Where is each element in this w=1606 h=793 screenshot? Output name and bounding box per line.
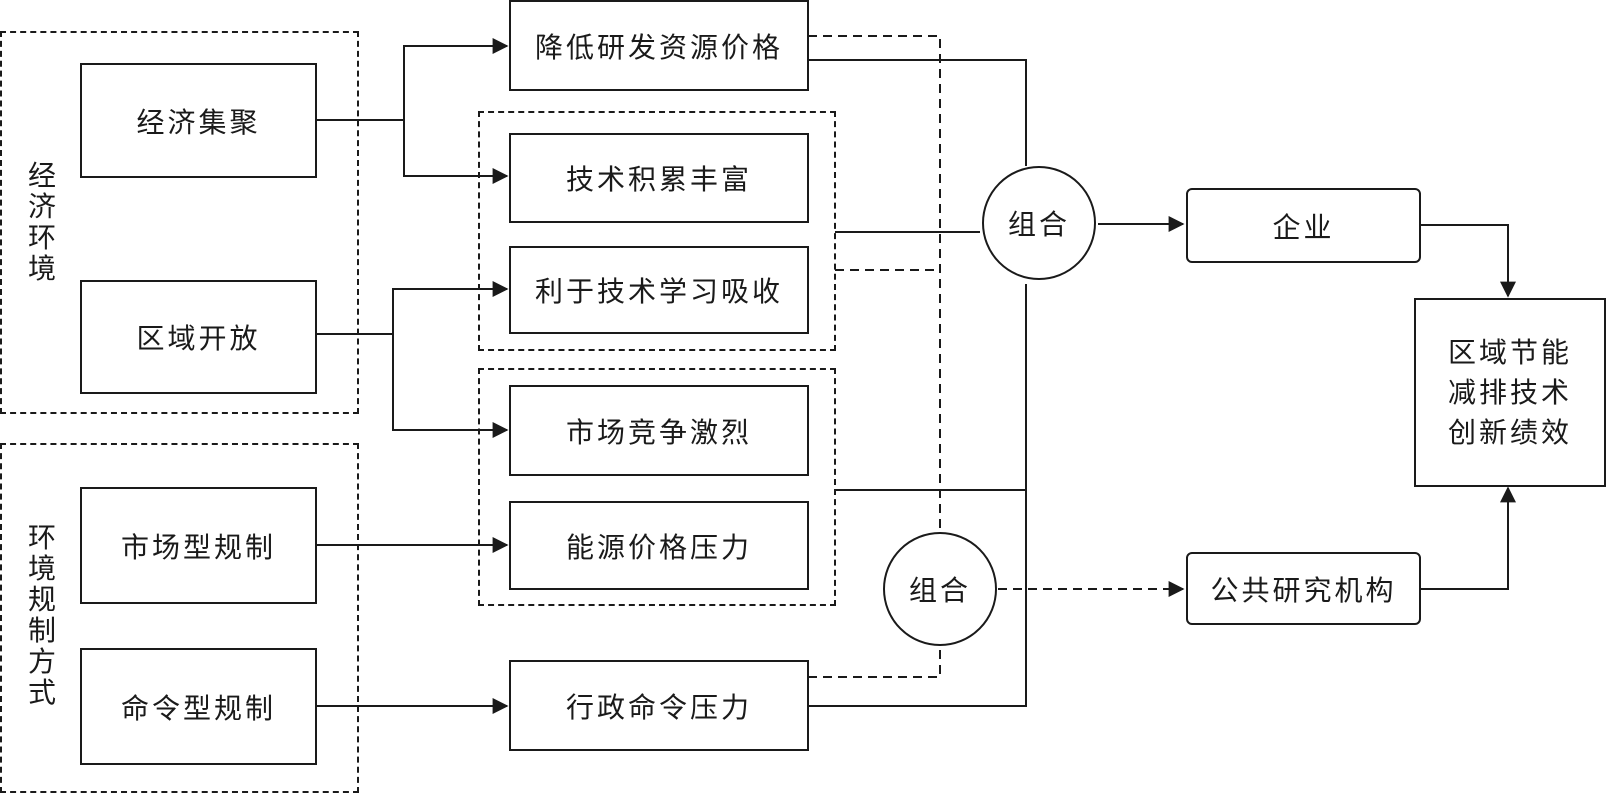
economic-environment-label: 经济环境 [27, 159, 56, 285]
edge-admin-to-lower-combo [808, 644, 941, 678]
tech-mechanism-group [478, 111, 836, 351]
market-regulation-box: 市场型规制 [80, 487, 317, 604]
lower-rd-cost-box: 降低研发资源价格 [509, 0, 809, 91]
regulation-label: 环境规制方式 [27, 521, 56, 709]
public-research-box: 公共研究机构 [1186, 552, 1421, 625]
edge-agglomeration-to-accumulation [403, 120, 509, 184]
edge-openness-to-learning [316, 281, 509, 335]
tech-accumulation-box: 技术积累丰富 [509, 133, 809, 223]
market-mechanism-group [478, 368, 836, 606]
outcome-box: 区域节能减排技术创新绩效 [1414, 298, 1606, 487]
economic-environment-group [0, 31, 359, 414]
edge-openness-to-competition [392, 334, 509, 438]
tech-learning-box: 利于技术学习吸收 [509, 246, 809, 334]
edge-rd-cost-to-combo [808, 59, 1027, 166]
edge-enterprise-to-outcome [1420, 224, 1516, 298]
edge-public-to-outcome [1420, 486, 1516, 590]
admin-pressure-box: 行政命令压力 [509, 660, 809, 751]
combination-circle-lower: 组合 [883, 532, 997, 646]
regional-openness-box: 区域开放 [80, 280, 317, 394]
economic-agglomeration-box: 经济集聚 [80, 63, 317, 178]
combination-circle-upper: 组合 [982, 166, 1096, 280]
command-regulation-box: 命令型规制 [80, 648, 317, 765]
edge-agglomeration-to-rd-cost [316, 38, 509, 121]
edge-lower-to-combo [808, 284, 1027, 707]
market-competition-box: 市场竞争激烈 [509, 385, 809, 476]
enterprise-box: 企业 [1186, 188, 1421, 263]
energy-price-pressure-box: 能源价格压力 [509, 501, 809, 590]
regulation-group [0, 443, 359, 793]
